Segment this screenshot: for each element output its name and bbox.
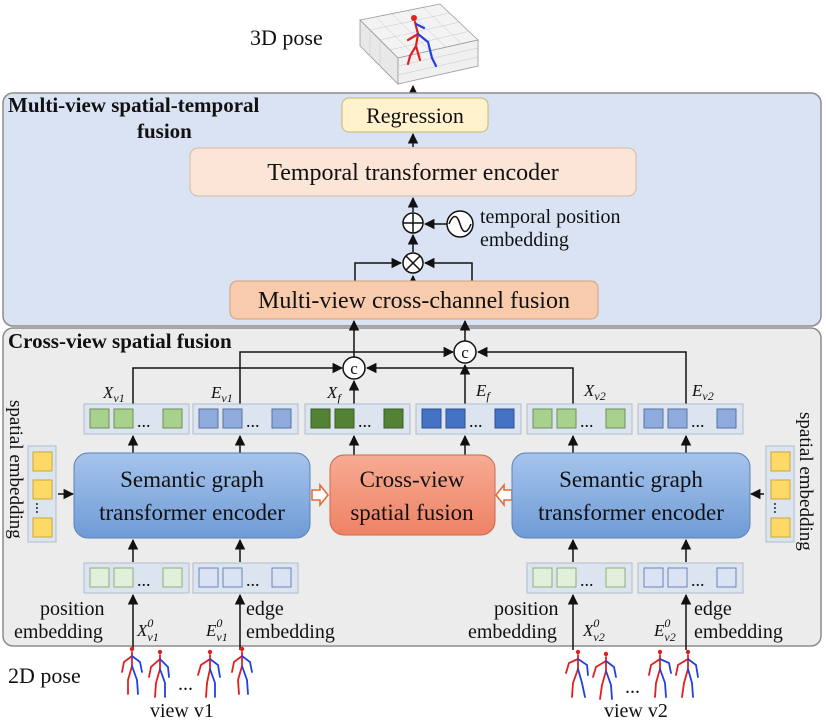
label-ef: Ef [475, 381, 491, 403]
multiply-symbol [402, 252, 424, 274]
temporal-pos-line1: temporal position [480, 206, 621, 228]
token-row-ev2: ... [637, 403, 744, 435]
2d-pose-skeletons-v2: ... [565, 649, 699, 700]
2d-pose-label: 2D pose [8, 663, 81, 688]
label-ev1: Ev1 [210, 383, 233, 405]
svg-text:...: ... [580, 570, 594, 590]
input-row-edge-v1: ... [192, 562, 299, 594]
edge-label-v1-line1: edge [246, 598, 284, 620]
encoder-right-line2: transformer encoder [538, 500, 724, 525]
position-label-v2-line1: position [494, 598, 558, 620]
svg-text:...: ... [358, 411, 372, 431]
input-row-edge-v2: ... [637, 562, 744, 594]
fusion-line2: spatial fusion [350, 500, 474, 525]
mvst-title-line1: Multi-view spatial-temporal [8, 93, 260, 117]
edge-label-v2-line2: embedding [694, 621, 783, 643]
3d-pose-label: 3D pose [250, 25, 323, 50]
spatial-embedding-right: ... [765, 445, 795, 543]
svg-text:...: ... [691, 570, 705, 590]
edge-label-v1-line2: embedding [246, 621, 335, 643]
input-row-pos-v2: ... [526, 562, 633, 594]
add-symbol [402, 212, 424, 234]
svg-text:c: c [461, 343, 469, 362]
mvst-title-line2: fusion [137, 119, 192, 143]
cross-channel-box [229, 280, 599, 320]
token-row-ev1: ... [192, 403, 299, 435]
concat-symbol-right: c [453, 340, 477, 364]
view-v2-label: view v2 [604, 700, 668, 721]
svg-text:...: ... [691, 411, 705, 431]
svg-text:...: ... [137, 570, 151, 590]
input-row-pos-v1: ... [83, 562, 190, 594]
position-label-v1-line1: position [40, 598, 104, 620]
encoder-right-line1: Semantic graph [559, 467, 703, 492]
cross-channel-label: Multi-view cross-channel fusion [258, 288, 570, 314]
arrow-enc1-to-fusion [311, 482, 330, 508]
line-xv1-concat [132, 362, 344, 404]
spatial-embedding-left: ... [27, 445, 57, 543]
edge-label-v2-line1: edge [694, 598, 732, 620]
regression-label: Regression [366, 103, 464, 128]
2d-pose-skeletons-v1: ... [121, 646, 253, 698]
position-label-v2-line2: embedding [468, 621, 557, 643]
arrow-left-branch [354, 257, 403, 281]
svg-text:...: ... [625, 676, 640, 698]
label-xv2: Xv2 [583, 381, 606, 403]
position-label-v1-line2: embedding [14, 621, 103, 643]
svg-text:...: ... [580, 411, 594, 431]
temporal-encoder-box [189, 147, 637, 197]
svg-text:c: c [350, 359, 358, 378]
semantic-encoder-left [73, 452, 311, 539]
sinusoid-icon [446, 210, 474, 238]
token-row-xf: ... [304, 403, 411, 435]
fusion-line1: Cross-view [360, 467, 465, 492]
label-xv1: Xv1 [102, 383, 125, 405]
svg-text:...: ... [469, 411, 483, 431]
regression-box [341, 97, 489, 133]
semantic-encoder-right [511, 452, 751, 539]
label-xf: Xf [326, 383, 342, 405]
token-row-xv1: ... [83, 403, 190, 435]
3d-pose-plot [359, 3, 479, 85]
temporal-pos-line2: embedding [480, 229, 569, 251]
spatial-embedding-label-left: spatial embedding [5, 400, 26, 539]
svg-text:...: ... [32, 502, 49, 514]
line-ev2-concat [476, 346, 687, 404]
svg-text:...: ... [178, 673, 193, 695]
label-ev2: Ev2 [691, 381, 714, 403]
token-row-ef: ... [415, 403, 522, 435]
line-xv2-concat [365, 362, 574, 404]
arrow-enc2-to-fusion [494, 482, 513, 508]
view-v1-label: view v1 [150, 700, 214, 721]
line-ev1-concat [239, 346, 455, 404]
token-row-xv2: ... [526, 403, 633, 435]
svg-text:...: ... [137, 411, 151, 431]
svg-text:...: ... [246, 411, 260, 431]
cvsf-title: Cross-view spatial fusion [8, 329, 232, 353]
encoder-left-line2: transformer encoder [99, 500, 285, 525]
arrow-right-branch [423, 257, 473, 281]
concat-symbol-left: c [342, 356, 366, 380]
spatial-embedding-label-right: spatial embedding [795, 412, 816, 551]
svg-text:...: ... [246, 570, 260, 590]
svg-text:...: ... [770, 502, 787, 514]
temporal-encoder-label: Temporal transformer encoder [267, 160, 559, 186]
encoder-left-line1: Semantic graph [120, 467, 264, 492]
